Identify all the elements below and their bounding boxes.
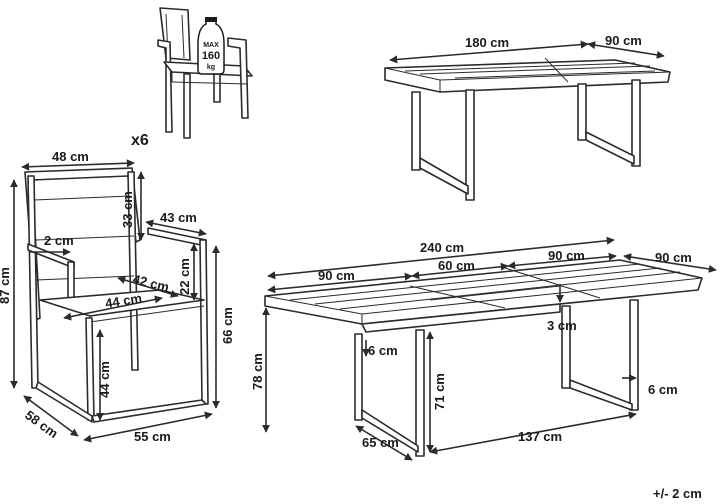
leg-thickness-label: 6 cm	[648, 382, 678, 397]
max-label: MAX	[203, 42, 219, 49]
table-compact-drawing	[384, 57, 671, 201]
table-extended-length-dimension	[267, 236, 615, 280]
chair-seat-width-dimension	[63, 295, 163, 321]
table-extended-width-dimension	[623, 253, 717, 273]
section-left-label: 90 cm	[318, 268, 355, 283]
table-extended-drawing	[264, 259, 703, 457]
chair-depth-dimension	[23, 395, 79, 437]
leg-span-dimension	[429, 411, 637, 455]
chair-base-width-label: 55 cm	[134, 429, 171, 444]
max-weight-value: 160	[202, 50, 220, 62]
chair-back-height-label: 33 cm	[120, 191, 135, 228]
chair-arm-offset-label: 2 cm	[44, 233, 74, 248]
leg-depth-dimension	[355, 425, 413, 461]
chair-seat-width-label: 44 cm	[104, 290, 143, 311]
tolerance-note: +/- 2 cm	[653, 486, 702, 501]
table-length-label: 180 cm	[465, 35, 509, 50]
chair-width-label: 48 cm	[52, 149, 89, 164]
section-middle-label: 60 cm	[438, 258, 475, 273]
table-length-dimension	[389, 40, 589, 64]
table-width-dimension	[587, 41, 665, 59]
max-weight-unit: kg	[207, 64, 215, 71]
table-extended-width-label: 90 cm	[655, 250, 692, 265]
section-left-dimension	[267, 272, 413, 294]
chair-icon	[157, 7, 253, 139]
chair-total-height-label: 87 cm	[0, 267, 12, 304]
table-width-label: 90 cm	[605, 33, 642, 48]
chair-arm-total-height-label: 66 cm	[220, 307, 235, 344]
apron-label: 6 cm	[368, 343, 398, 358]
gap-top-label: 3 cm	[547, 318, 577, 333]
chair-seat-height-label: 44 cm	[97, 361, 112, 398]
section-middle-dimension	[411, 262, 509, 280]
weight-limit-badge: MAX 160 kg	[197, 17, 225, 75]
table-extended-length-label: 240 cm	[420, 240, 464, 255]
chair-arm-depth-dimension	[145, 219, 207, 237]
chair-depth-label: 58 cm	[22, 407, 61, 441]
chair-base-width-dimension	[83, 411, 213, 443]
leg-span-label: 137 cm	[518, 429, 562, 444]
chair-quantity: x6	[131, 132, 149, 149]
section-right-dimension	[507, 252, 617, 270]
table-height-label: 78 cm	[250, 353, 265, 390]
leg-depth-label: 65 cm	[362, 435, 399, 450]
section-right-label: 90 cm	[548, 248, 585, 263]
chair-arm-depth-label: 43 cm	[160, 210, 197, 225]
chair-arm-height-label: 22 cm	[177, 258, 192, 295]
leg-height-label: 71 cm	[432, 373, 447, 410]
chair-width-dimension	[21, 159, 135, 171]
chair-seat-depth-dimension	[117, 276, 179, 298]
